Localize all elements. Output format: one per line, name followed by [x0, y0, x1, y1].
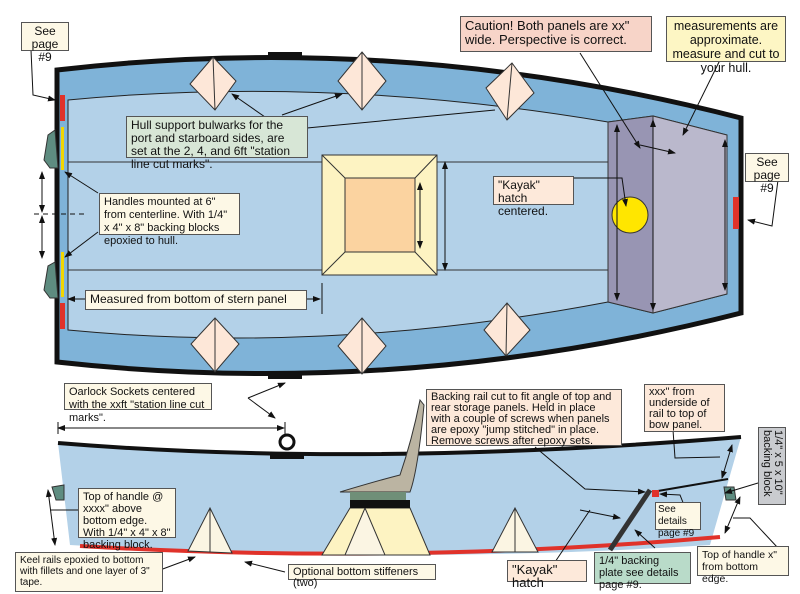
- red-detail-block: [652, 490, 659, 497]
- handle-top-left-note: Top of handle @ xxxx" above bottom edge.…: [78, 488, 176, 551]
- stiffeners-note: Optional bottom stiffeners (two): [288, 564, 436, 589]
- bulwarks-note: Hull support bulwarks for the port and s…: [126, 116, 308, 171]
- measured-from-label: Measured from bottom of stern panel: [85, 290, 307, 310]
- backing-plate: [607, 488, 653, 552]
- backing-block-note: 1/4" x 5 x 10" backing block: [758, 427, 786, 505]
- see-details-note: See details page #9: [655, 502, 701, 539]
- seat-mount: [350, 500, 410, 508]
- oarlock-top: [268, 52, 302, 58]
- handle-icon-left: [51, 484, 65, 501]
- center-hatch: [344, 177, 416, 253]
- kayak-hatch-label: "Kayak" hatch: [507, 560, 587, 589]
- gunwale-rail: [57, 435, 742, 457]
- stern-red-mark: [60, 95, 65, 121]
- keel-rails-note: Keel rails epoxied to bottom with fillet…: [15, 552, 163, 592]
- handle-top-right-note: Top of handle x" from bottom edge.: [697, 546, 789, 585]
- oarlock-socket: [270, 452, 304, 459]
- handle-icon: [43, 261, 59, 299]
- see-page-left-label: See page #9: [21, 22, 69, 64]
- handle-icon: [43, 129, 59, 169]
- backing-plate-note: 1/4" backing plate see details page #9.: [594, 552, 691, 591]
- handles-note: Handles mounted at 6" from centerline. W…: [99, 193, 240, 247]
- bow-rail: [651, 478, 729, 493]
- side-view-hull: [51, 398, 742, 556]
- seat: [339, 398, 425, 493]
- oarlock-bottom: [268, 373, 302, 379]
- backing-rail-note: Backing rail cut to fit angle of top and…: [426, 389, 622, 447]
- bow-panel-note: xxx" from underside of rail to top of bo…: [644, 384, 725, 432]
- see-page-right-label: See page #9: [745, 153, 789, 195]
- bow-red-mark: [733, 197, 739, 229]
- kayak-hatch-centered-note: "Kayak" hatch centered.: [493, 176, 574, 218]
- handle-icon-right: [723, 486, 737, 501]
- measurements-note: measurements are approximate. measure an…: [666, 16, 786, 75]
- handle-backing: [61, 127, 64, 170]
- oarlock-note: Oarlock Sockets centered with the xxft "…: [64, 383, 212, 424]
- storage-panel-top: [652, 115, 728, 314]
- kayak-hatch-circle: [611, 196, 649, 234]
- oarlock-ring: [278, 433, 296, 451]
- caution-note: Caution! Both panels are xx" wide. Persp…: [460, 16, 652, 52]
- stern-red-mark: [60, 303, 65, 329]
- handle-backing: [61, 252, 64, 297]
